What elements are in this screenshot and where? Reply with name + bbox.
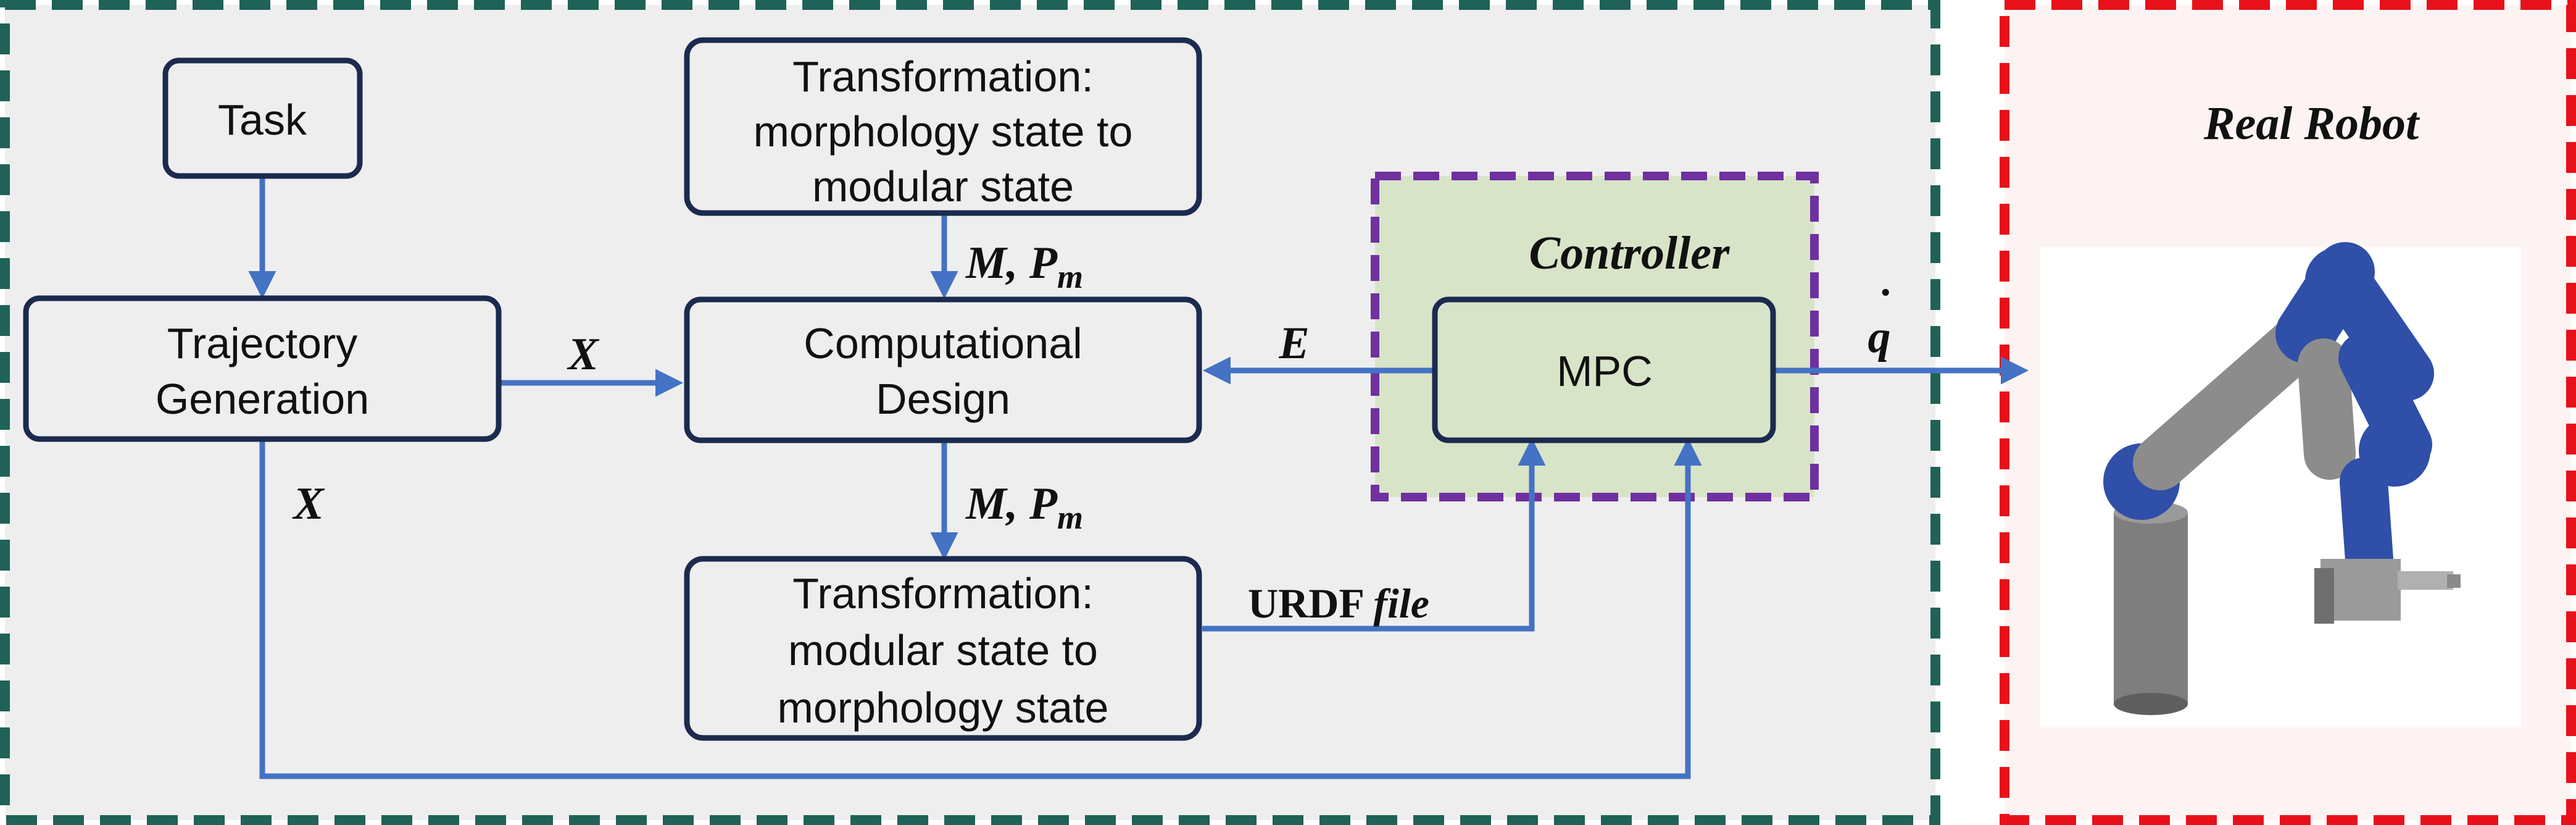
edge-label-m-pm-top: M, Pm [965,238,1083,295]
svg-text:Transformation:: Transformation: [792,52,1094,101]
svg-text:Design: Design [876,375,1010,423]
mpc-node: MPC [1432,296,1776,443]
robot-arm-icon [2040,242,2521,727]
trajectory-generation-node: Trajectory Generation [23,295,502,442]
svg-text:Transformation:: Transformation: [792,569,1094,618]
svg-text:q: q [1868,312,1891,362]
transformation-morph-to-modular-node: Transformation: morphology state to modu… [684,37,1202,216]
edge-label-qdot: q ˙ [1868,281,1891,362]
svg-text:morphology state: morphology state [778,684,1109,732]
edge-label-x-down: X [292,479,325,529]
transformation-modular-to-morph-node: Transformation: modular state to morphol… [684,556,1202,741]
svg-text:Trajectory: Trajectory [167,319,358,367]
edge-label-m-pm-bottom: M, Pm [965,479,1083,536]
real-robot-title: Real Robot [2203,98,2420,149]
svg-text:Generation: Generation [156,375,369,423]
edge-label-urdf-file: URDF file [1248,580,1429,627]
edge-label-x-right: X [567,329,599,380]
svg-text:Computational: Computational [804,319,1082,367]
svg-text:Task: Task [218,96,307,144]
arrow-trajectory-to-mpc [259,438,1702,779]
svg-text:˙: ˙ [1876,281,1891,332]
svg-text:morphology state to: morphology state to [754,107,1133,156]
svg-text:modular state: modular state [812,162,1074,211]
arrow-urdf-to-mpc [1202,438,1546,632]
controller-title: Controller [1529,227,1730,279]
task-node: Task [162,57,363,179]
edge-label-e: E [1278,318,1309,369]
svg-text:MPC: MPC [1556,347,1653,395]
svg-text:modular state to: modular state to [788,626,1098,674]
computational-design-node: Computational Design [684,296,1202,443]
